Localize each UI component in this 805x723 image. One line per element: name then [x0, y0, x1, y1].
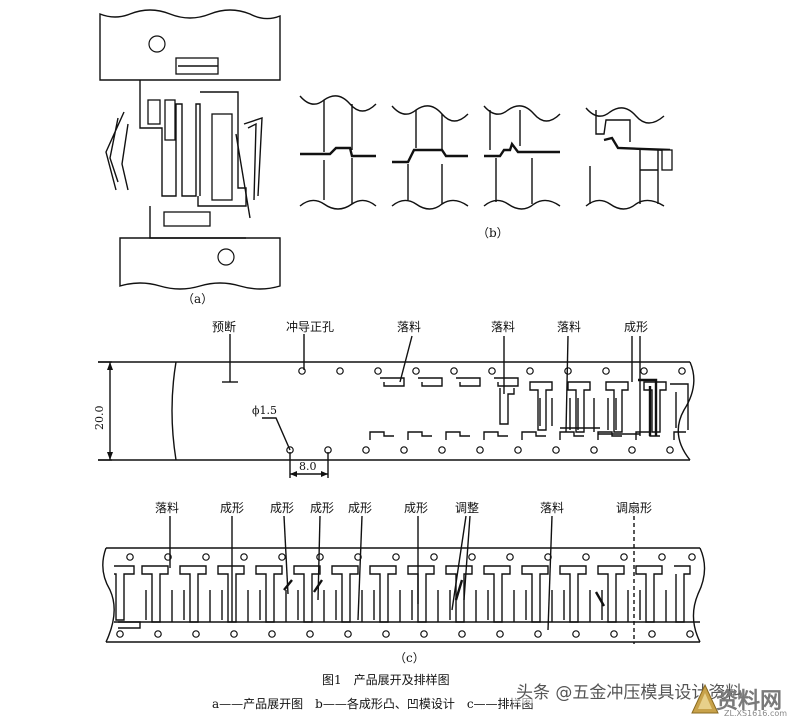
label-c: （c）: [394, 651, 425, 665]
label-lower-form-d: 成形: [348, 501, 372, 515]
pilot-holes-top: [298, 367, 686, 375]
figure-caption-title: 图1 产品展开及排样图: [322, 672, 450, 687]
pilot-holes-bottom: [286, 446, 674, 454]
label-blank-2: 落料: [491, 320, 515, 334]
punch-die-designs: [299, 95, 673, 210]
label-blank-1: 落料: [397, 320, 421, 334]
strip-layout-lower: 落料 成形 成形 成形 成形 成形 调整 落料 调扇形: [102, 500, 706, 644]
pilot-holes-lower-top: [126, 553, 696, 561]
pilot-holes-lower-bottom: [116, 630, 694, 638]
strip-parts-lower: [114, 565, 700, 629]
blank-tabs-bottom: [369, 431, 686, 440]
watermark-logo: 资料网 ZL.XS1616.com: [690, 683, 800, 721]
label-blank-3: 落料: [557, 320, 581, 334]
logo-icon: [691, 683, 719, 714]
label-b: （b）: [477, 226, 509, 240]
label-lower-adjust: 调整: [455, 500, 479, 515]
figure-caption-subtitle: a——产品展开图 b——各成形凸、凹模设计 c——排样图: [212, 696, 534, 711]
strip-parts-upper: [499, 378, 689, 436]
label-lower-blank-b: 落料: [540, 501, 564, 515]
logo-text: 资料网: [716, 689, 783, 714]
label-a: （a）: [182, 292, 213, 306]
label-lower-form-e: 成形: [404, 501, 428, 515]
label-form: 成形: [624, 320, 648, 334]
dim-pitch: 8.0: [299, 460, 317, 473]
logo-url: ZL.XS1616.com: [724, 709, 788, 718]
label-lower-form-a: 成形: [220, 501, 244, 515]
dim-width: 20.0: [93, 406, 106, 431]
label-lower-blank-a: 落料: [155, 501, 179, 515]
label-pre-cut: 预断: [212, 319, 236, 334]
product-development-drawing: [99, 9, 281, 290]
dim-hole-dia: ϕ1.5: [252, 404, 277, 417]
label-pilot-hole: 冲导正孔: [286, 319, 334, 334]
label-lower-form-c: 成形: [310, 501, 334, 515]
blank-tabs-top: [380, 377, 519, 387]
label-lower-fan-adjust: 调扇形: [616, 500, 652, 515]
label-lower-form-b: 成形: [270, 501, 294, 515]
strip-layout-upper: 20.0: [93, 319, 695, 478]
